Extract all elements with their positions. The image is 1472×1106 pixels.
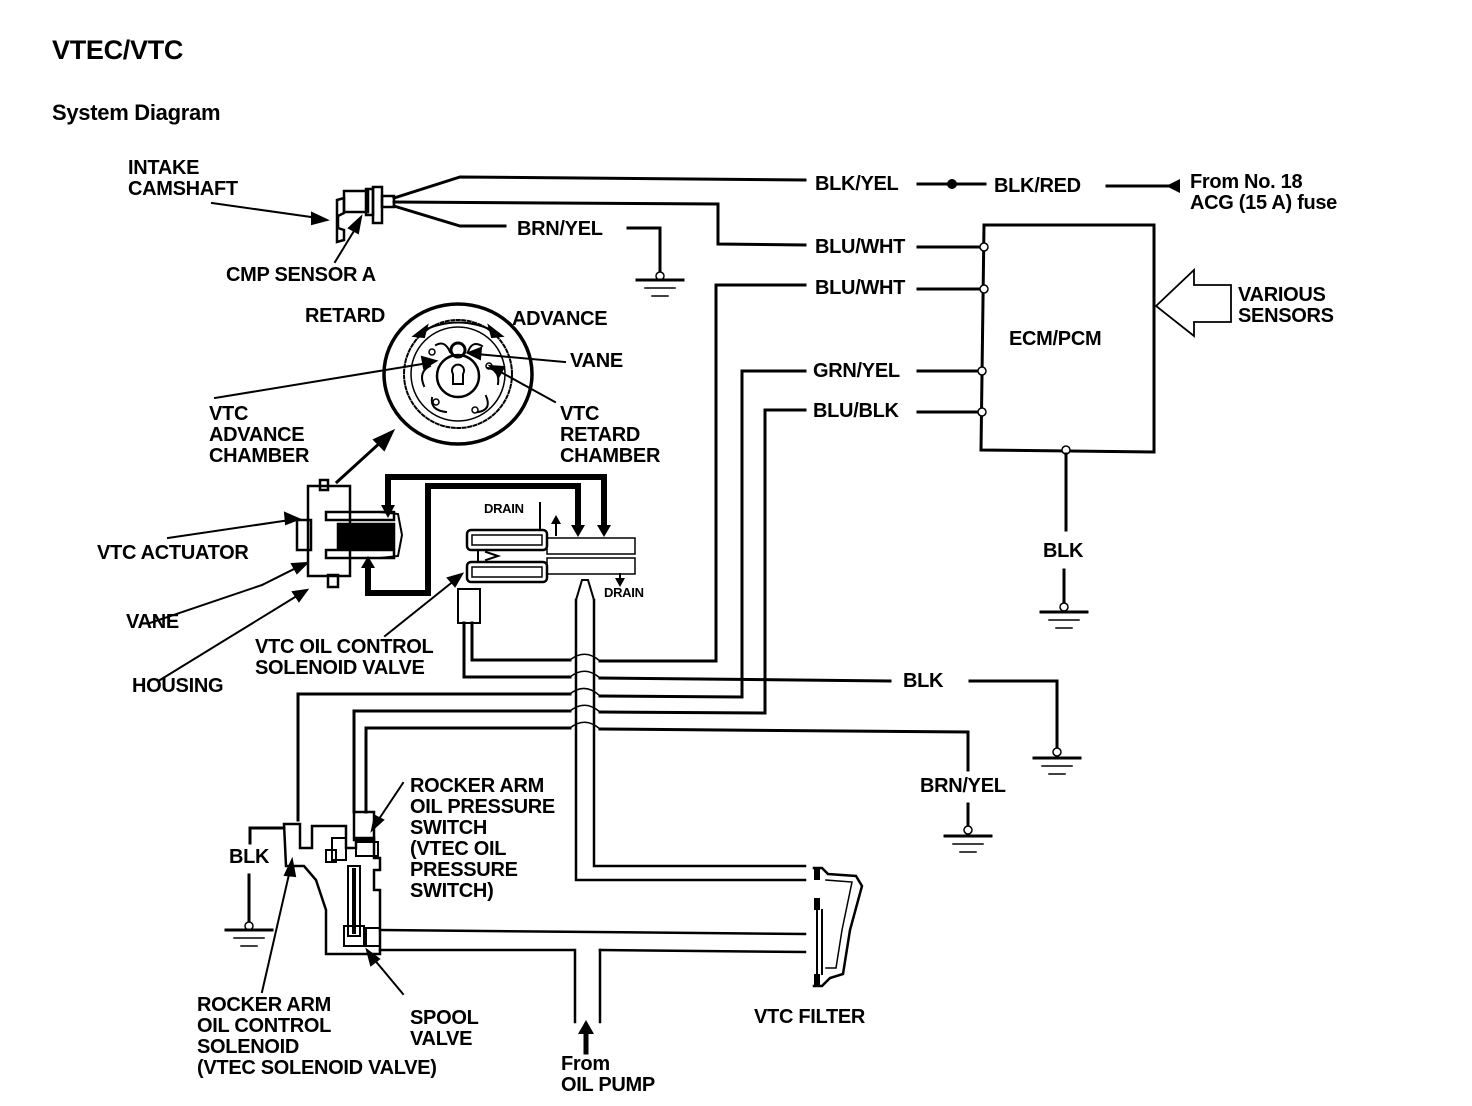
rotation-arrow-icon [411,321,505,339]
actuator-pointers [148,511,310,682]
various-sensors-arrow-icon [1154,267,1232,338]
wire-label-blk-ecm-ground: BLK [1043,540,1084,562]
wire-label-blu-wht-2: BLU/WHT [815,277,906,299]
label-vtc-filter: VTC FILTER [754,1006,866,1028]
vtc-solenoid-wire-blk [462,621,1059,750]
vtc-actuator-icon [295,478,404,589]
ecm-pcm-box [916,223,1156,606]
wire-label-brn-yel-mid: BRN/YEL [920,775,1006,797]
label-retard: RETARD [305,305,386,327]
wire-blu-blk [352,408,807,814]
vtc-oil-passage-retard [361,483,585,596]
ground-symbol-brn-yel [943,802,993,853]
wire-label-blk-yel: BLK/YEL [815,173,899,195]
ground-symbol-ecm [1039,602,1089,629]
label-fuse: From No. 18 ACG (15 A) fuse [1190,171,1338,214]
page-subtitle: System Diagram [52,100,221,125]
wire-label-blk-left: BLK [229,846,270,868]
ground-symbol-left [224,921,274,947]
wire-brn-yel-mid [364,726,970,814]
oil-feed-tube [574,579,807,882]
cmp-sensor-pointer [333,214,363,264]
wire-label-blk-red: BLK/RED [994,175,1081,197]
wire-blk-left [247,826,286,925]
intake-camshaft-pointer [210,201,330,226]
cmp-wire-blk-yel [392,175,807,200]
label-drain-top: DRAIN [484,501,524,516]
label-vtc-retard-chamber: VTC RETARD CHAMBER [560,403,661,467]
ground-symbol-top [635,271,685,297]
vtc-oil-passage-advance [381,474,611,537]
wire-crossovers [568,653,602,731]
oil-line-lower [378,928,807,1024]
cmp-sensor-icon [335,185,396,244]
label-rocker-control-solenoid: ROCKER ARM OIL CONTROL SOLENOID (VTEC SO… [197,994,437,1079]
cmp-wire-blu-wht [392,200,807,247]
label-ecm-pcm: ECM/PCM [1009,328,1102,350]
vtec-pointers [260,781,405,996]
vtc-solenoid-wire-blu-wht [470,283,807,663]
label-advance: ADVANCE [512,308,608,330]
page-title: VTEC/VTC [52,35,184,65]
label-intake-camshaft: INTAKE CAMSHAFT [128,157,238,200]
splice-wire [916,179,1180,193]
label-cmp-sensor: CMP SENSOR A [226,264,376,286]
label-from-oil-pump: From OIL PUMP [561,1053,655,1096]
vtc-filter-icon [812,866,864,988]
label-vtc-actuator: VTC ACTUATOR [97,542,249,564]
vtc-sprocket-icon [382,302,534,446]
sprocket-pointers [213,346,567,404]
label-rocker-pressure-switch: ROCKER ARM OIL PRESSURE SWITCH (VTEC OIL… [410,775,555,902]
actuator-to-sprocket-arrow [334,428,396,485]
wire-label-blu-blk: BLU/BLK [813,400,899,422]
from-oil-pump-arrow-icon [578,1020,594,1055]
label-vtc-oil-control-valve: VTC OIL CONTROL SOLENOID VALVE [255,636,434,679]
wire-label-grn-yel: GRN/YEL [813,360,900,382]
label-housing: HOUSING [132,675,224,697]
vtc-solenoid-pointer [383,572,465,638]
ground-symbol-mid [1032,747,1082,775]
wire-label-blu-wht-1: BLU/WHT [815,236,906,258]
label-vane-top: VANE [570,350,623,372]
wire-grn-yel [296,369,807,822]
label-drain-bottom: DRAIN [604,585,644,600]
label-spool-valve: SPOOL VALVE [410,1007,479,1050]
label-vane-bottom: VANE [126,611,179,633]
label-vtc-advance-chamber: VTC ADVANCE CHAMBER [209,403,310,467]
vtc-solenoid-valve-icon [457,502,636,624]
wire-label-blk-mid: BLK [903,670,944,692]
vtec-solenoid-icon [282,810,382,956]
wire-label-brn-yel-top: BRN/YEL [517,218,603,240]
label-various-sensors: VARIOUS SENSORS [1238,284,1334,327]
cmp-wire-brn-yel [392,204,662,274]
